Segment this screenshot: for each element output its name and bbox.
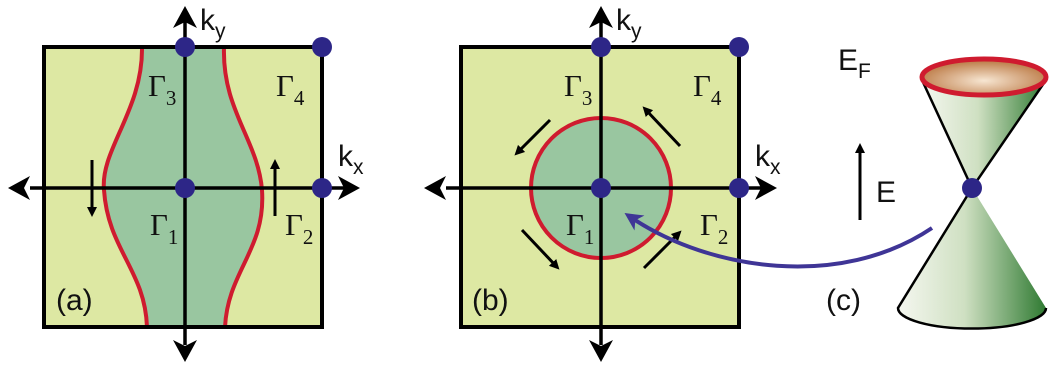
dirac-cone-upper xyxy=(922,80,1046,188)
lower-cone-outline xyxy=(896,187,1048,330)
gamma3-label-b: Γ3 xyxy=(564,68,592,110)
gamma2-point-a xyxy=(312,178,332,198)
kx-arrowhead-left-b xyxy=(424,176,446,200)
spin-arrow-upper-right-b xyxy=(642,106,682,148)
ky-label-b: ky xyxy=(616,4,642,43)
kx-label-b: kx xyxy=(755,140,781,179)
gamma1-point-b xyxy=(591,178,611,198)
fermi-line-left-a xyxy=(101,46,149,328)
kx-arrowhead-right-b xyxy=(755,176,777,200)
fermi-line-right-a xyxy=(221,46,265,328)
kx-label-a: kx xyxy=(338,140,364,179)
panel-b: ky kx Γ3 Γ4 Γ1 Γ2 (b) xyxy=(424,4,781,362)
gamma2-label-a: Γ2 xyxy=(285,207,313,249)
panel-c: EF E (c) xyxy=(624,44,1049,330)
ky-arrowhead-top-a xyxy=(173,6,197,28)
fermi-energy-label: EF xyxy=(838,44,871,83)
ky-arrowhead-bottom-b xyxy=(589,340,613,362)
ky-arrowhead-top-b xyxy=(589,6,613,28)
gamma1-label-b: Γ1 xyxy=(566,207,594,249)
energy-label: E xyxy=(876,176,896,209)
gamma4-label-a: Γ4 xyxy=(276,68,305,110)
kx-arrowhead-left-a xyxy=(8,176,30,200)
ky-label-a: ky xyxy=(200,4,226,43)
gamma1-label-a: Γ1 xyxy=(150,207,178,249)
gamma3-label-a: Γ3 xyxy=(148,68,176,110)
ky-arrowhead-bottom-a xyxy=(173,340,197,362)
mapping-arrow xyxy=(624,213,934,269)
gamma3-point-b xyxy=(591,37,611,57)
spin-arrow-lower-left-b xyxy=(520,228,560,270)
panel-label-c: (c) xyxy=(826,284,861,317)
gamma4-label-b: Γ4 xyxy=(693,68,722,110)
panel-label-b: (b) xyxy=(472,284,509,317)
dirac-point xyxy=(962,178,982,198)
gamma3-point-a xyxy=(175,37,195,57)
gamma4-point-b xyxy=(729,37,749,57)
gamma4-point-a xyxy=(312,37,332,57)
gamma1-point-a xyxy=(175,178,195,198)
panel-a: ky kx Γ3 Γ4 Γ1 Γ2 (a) xyxy=(8,4,364,362)
dirac-cone-lower xyxy=(898,188,1046,329)
gamma2-label-b: Γ2 xyxy=(700,207,728,249)
spin-arrow-upper-left-b xyxy=(514,118,552,156)
kx-arrowhead-right-a xyxy=(338,176,360,200)
panel-label-a: (a) xyxy=(56,284,93,317)
gamma2-point-b xyxy=(729,178,749,198)
fermi-surface-cap xyxy=(919,56,1049,98)
